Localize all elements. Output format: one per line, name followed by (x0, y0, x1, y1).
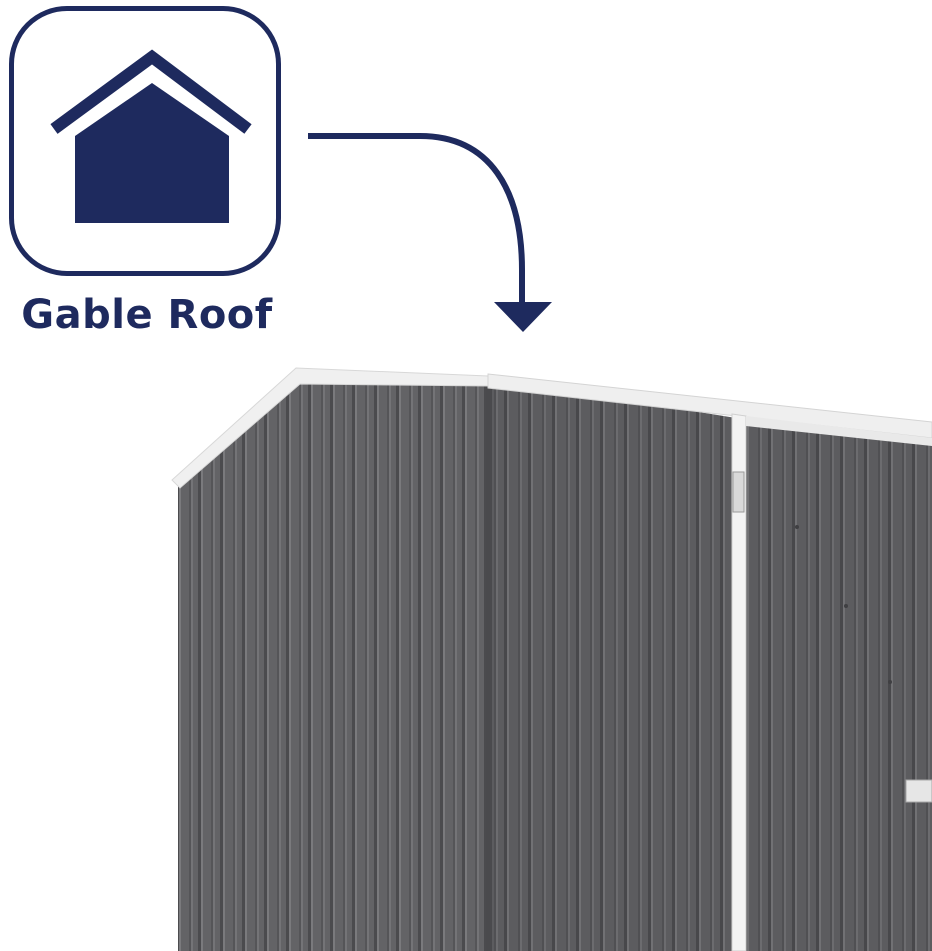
door-handle (905, 779, 932, 803)
door-frame (731, 413, 747, 951)
shed-side-wall (178, 378, 488, 951)
shed-door (746, 420, 932, 951)
roof-type-label: Gable Roof (21, 292, 273, 338)
roof-eave-trim (487, 373, 932, 439)
roof-type-icon-box (9, 6, 281, 276)
door-hinge (732, 471, 745, 513)
curved-arrow-icon (308, 133, 552, 332)
house-icon (50, 49, 252, 223)
shed-front-wall (488, 378, 736, 951)
